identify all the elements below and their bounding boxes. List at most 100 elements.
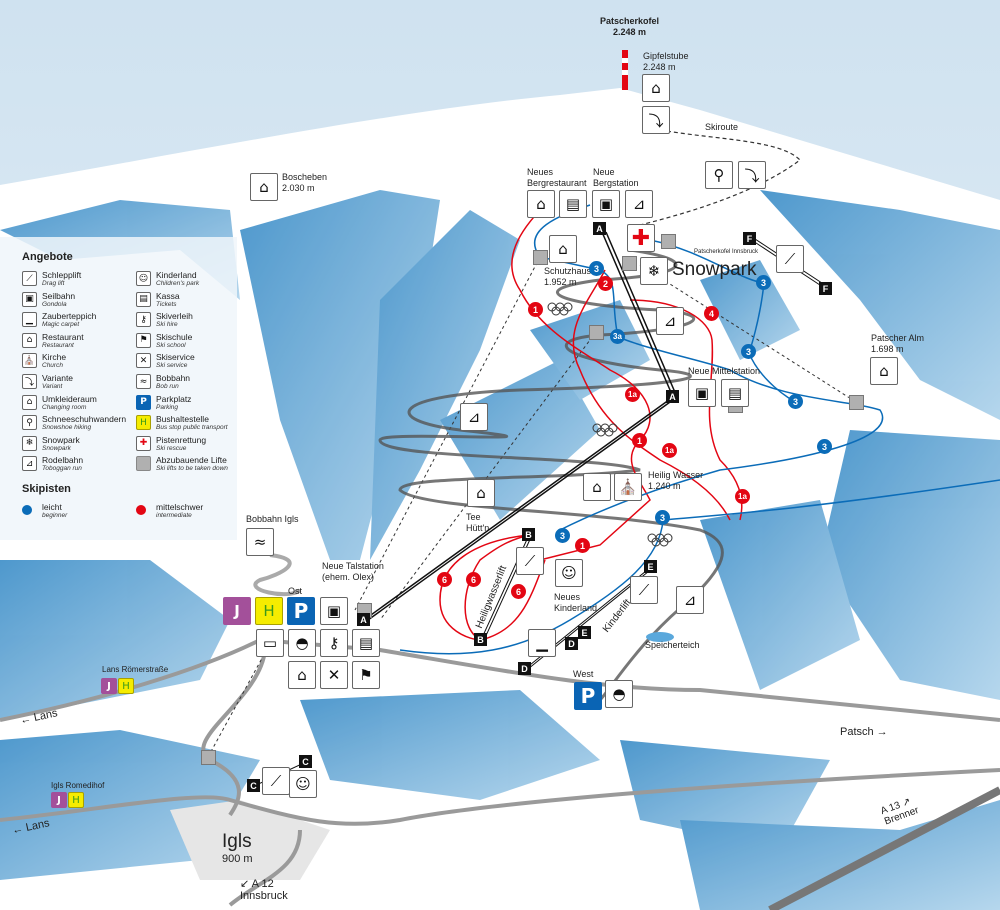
snowshoe-icon[interactable]: ⚲: [705, 161, 733, 189]
lift-station-c[interactable]: C: [247, 779, 260, 792]
ski-hire-icon[interactable]: ⚷: [320, 629, 348, 657]
piste-marker-red[interactable]: 6: [511, 584, 526, 599]
lift-station-d[interactable]: D: [518, 662, 531, 675]
car-icon[interactable]: ◓: [288, 629, 316, 657]
legend-label: Parkplatz: [156, 393, 192, 404]
kinderland-icon[interactable]: ☺: [555, 559, 583, 587]
lift-station-a[interactable]: A: [357, 613, 370, 626]
igls-name: Igls: [222, 831, 252, 852]
parking-icon[interactable]: P: [574, 682, 602, 710]
lift-station-f[interactable]: F: [819, 282, 832, 295]
talstation-label: Neue Talstation(ehem. Olex): [322, 561, 384, 583]
blue-dot-icon: [22, 505, 32, 515]
ski-school-icon: ⚑: [136, 332, 151, 348]
lift-station-a[interactable]: A: [593, 222, 606, 235]
label-line: (ehem. Olex): [322, 572, 375, 582]
restaurant-icon[interactable]: ⌂: [642, 74, 670, 102]
toboggan-icon[interactable]: ⊿: [676, 586, 704, 614]
lift-station-d[interactable]: D: [565, 637, 578, 650]
piste-marker-blue[interactable]: 3: [741, 344, 756, 359]
west-label: West: [573, 669, 594, 679]
piste-marker-blue[interactable]: 3: [589, 261, 604, 276]
tickets-icon[interactable]: ▤: [721, 379, 749, 407]
piste-marker-red[interactable]: 1: [575, 538, 590, 553]
lift-station-b[interactable]: B: [474, 633, 487, 646]
parking-icon[interactable]: P: [287, 597, 315, 625]
drag-lift-icon[interactable]: ⟋: [262, 767, 290, 795]
snowpark-icon[interactable]: ❄: [640, 257, 668, 285]
gondola-icon[interactable]: ▣: [688, 379, 716, 407]
igls-elevation: 900 m: [222, 853, 253, 865]
legend-label: Skiverleih: [156, 311, 193, 322]
piste-marker-red[interactable]: 1: [632, 433, 647, 448]
legend-label: Zauberteppich: [42, 311, 97, 322]
gondola-icon[interactable]: ▣: [320, 597, 348, 625]
tickets-icon[interactable]: ▤: [559, 190, 587, 218]
toboggan-icon[interactable]: ⊿: [656, 307, 684, 335]
piste-marker-blue[interactable]: 3: [555, 528, 570, 543]
piste-marker-red[interactable]: 6: [437, 572, 452, 587]
legend-sublabel: Tickets: [156, 300, 177, 308]
ski-service-icon[interactable]: ✕: [320, 661, 348, 689]
lift-station-e[interactable]: E: [578, 626, 591, 639]
lift-station-b[interactable]: B: [522, 528, 535, 541]
restaurant-icon[interactable]: ⌂: [549, 235, 577, 263]
piste-marker-red[interactable]: 1a: [625, 387, 640, 402]
restaurant-icon[interactable]: ⌂: [467, 479, 495, 507]
restaurant-icon[interactable]: ⌂: [288, 661, 316, 689]
piste-marker-red[interactable]: 4: [704, 306, 719, 321]
train-station-icon[interactable]: J: [51, 792, 67, 808]
kinderland-icon[interactable]: ☺: [289, 770, 317, 798]
variant-icon[interactable]: ⤵: [642, 106, 670, 134]
toboggan-icon[interactable]: ⊿: [460, 403, 488, 431]
lift-station-e[interactable]: E: [644, 560, 657, 573]
bus-stop-icon[interactable]: H: [118, 678, 134, 694]
kinderland-icon: ☺: [136, 271, 151, 286]
piste-marker-red[interactable]: 6: [466, 572, 481, 587]
drag-lift-icon[interactable]: ⟋: [630, 576, 658, 604]
ski-school-icon[interactable]: ⚑: [352, 661, 380, 689]
bus-stop-icon[interactable]: H: [255, 597, 283, 625]
piste-marker-red[interactable]: 2: [598, 276, 613, 291]
restaurant-icon[interactable]: ⌂: [870, 357, 898, 385]
piste-marker-blue[interactable]: 3: [817, 439, 832, 454]
piste-marker-red[interactable]: 1: [528, 302, 543, 317]
piste-marker-blue[interactable]: 3: [655, 510, 670, 525]
drag-lift-icon[interactable]: ⟋: [516, 547, 544, 575]
piste-marker-blue[interactable]: 3: [788, 394, 803, 409]
bob-run-icon[interactable]: ≈: [246, 528, 274, 556]
place-elevation: 1.240 m: [648, 481, 681, 491]
car-icon[interactable]: ◓: [605, 680, 633, 708]
lift-station-a[interactable]: A: [666, 390, 679, 403]
train-station-icon[interactable]: J: [223, 597, 251, 625]
tickets-icon[interactable]: ▤: [352, 629, 380, 657]
drag-lift-icon[interactable]: ⟋: [776, 245, 804, 273]
removed-lift-marker: [622, 256, 637, 271]
toboggan-icon[interactable]: ⊿: [625, 190, 653, 218]
piste-marker-blue[interactable]: 3: [756, 275, 771, 290]
peak-name: Patscherkofel: [600, 16, 660, 26]
label-line: Neue Talstation: [322, 561, 384, 571]
restaurant-icon[interactable]: ⌂: [250, 173, 278, 201]
legend-sublabel: Church: [42, 362, 63, 370]
piste-marker-red[interactable]: 1a: [662, 443, 677, 458]
piste-marker-red[interactable]: 1a: [735, 489, 750, 504]
train-station-icon[interactable]: J: [101, 678, 117, 694]
restaurant-icon[interactable]: ⌂: [527, 190, 555, 218]
magic-carpet-icon[interactable]: ▁: [528, 629, 556, 657]
bus-icon[interactable]: ▭: [256, 629, 284, 657]
rescue-icon[interactable]: ✚: [627, 224, 655, 252]
restaurant-icon[interactable]: ⌂: [583, 473, 611, 501]
piste-marker-blue[interactable]: 3a: [610, 329, 625, 344]
skiroute-label: Skiroute: [705, 122, 739, 132]
legend-sublabel: Ski service: [156, 362, 188, 370]
church-icon[interactable]: ⛪: [614, 473, 642, 501]
lift-station-f[interactable]: F: [743, 232, 756, 245]
label-line: Tee: [466, 512, 481, 522]
transmitter-tower-icon: [622, 50, 628, 90]
gondola-icon[interactable]: ▣: [592, 190, 620, 218]
variant-icon[interactable]: ⤵: [738, 161, 766, 189]
lift-station-c[interactable]: C: [299, 755, 312, 768]
bus-stop-icon[interactable]: H: [68, 792, 84, 808]
